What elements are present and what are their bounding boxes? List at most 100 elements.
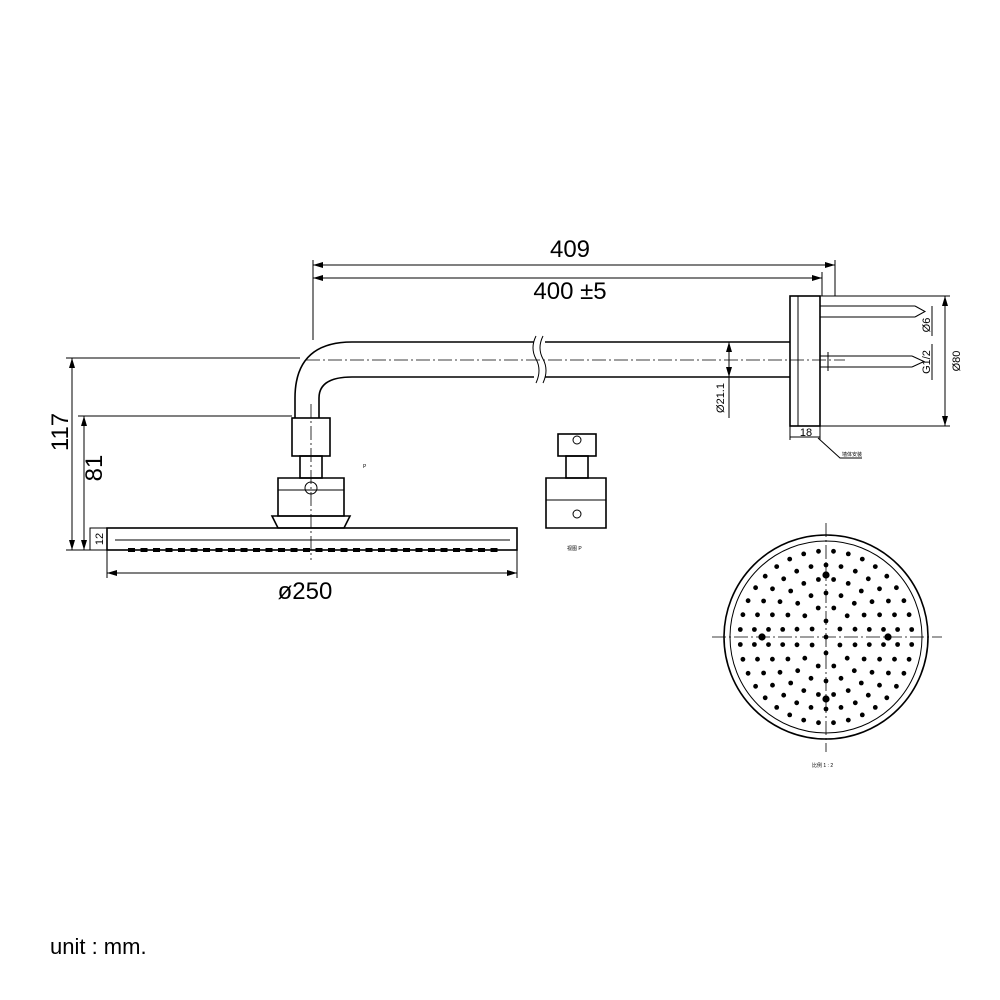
unit-note: unit : mm.: [50, 934, 147, 959]
spray-hole: [858, 680, 864, 686]
spray-hole: [794, 568, 800, 574]
spray-hole: [892, 656, 897, 662]
spray-hole: [752, 642, 757, 647]
spray-hole: [823, 590, 829, 596]
spray-hole: [866, 627, 872, 632]
spray-hole: [844, 655, 850, 661]
spray-hole: [801, 688, 807, 693]
spray-hole: [808, 564, 814, 569]
nozzle: [278, 548, 285, 552]
spray-hole: [851, 668, 857, 674]
spray-hole: [886, 670, 891, 676]
spray-hole: [886, 598, 891, 604]
spray-hole: [877, 656, 882, 662]
shower-arm: [294, 335, 845, 418]
nozzle: [453, 548, 460, 552]
nozzle-row: [128, 548, 498, 552]
spray-hole: [780, 627, 786, 632]
spray-hole: [877, 586, 882, 592]
spray-hole: [785, 656, 791, 662]
scale-label: 比例 1 : 2: [812, 762, 833, 769]
dim-pipe-diameter: Ø21.1: [715, 383, 727, 413]
spray-hole: [844, 613, 850, 619]
spray-hole: [845, 688, 851, 693]
spray-hole: [794, 642, 800, 648]
spray-hole: [894, 585, 899, 591]
nozzle: [465, 548, 473, 552]
spray-hole: [815, 663, 821, 669]
spray-hole: [816, 720, 821, 726]
spray-hole: [861, 656, 867, 662]
spray-hole: [838, 675, 844, 681]
spray-hole: [823, 634, 829, 640]
spray-hole: [881, 627, 886, 632]
view-label: 视图 P: [567, 545, 582, 552]
spray-hole: [777, 599, 783, 605]
spray-hole: [801, 581, 807, 586]
nozzle: [403, 548, 410, 552]
spray-hole: [762, 573, 768, 579]
flange-note: 墙体安装: [842, 451, 862, 458]
spray-hole: [884, 695, 890, 701]
spray-hole: [877, 612, 882, 618]
dim-head-height: 81: [81, 455, 108, 482]
spray-hole: [770, 656, 775, 662]
nozzle: [428, 548, 435, 552]
spray-hole: [766, 627, 771, 632]
dim-117: 117: [47, 357, 300, 551]
spray-hole: [872, 564, 878, 569]
nozzle: [390, 548, 398, 552]
spray-hole: [865, 692, 871, 698]
spray-hole: [823, 678, 829, 684]
spray-hole: [794, 700, 800, 706]
view-marker: P: [363, 464, 367, 470]
spray-hole: [774, 705, 780, 710]
dim-plate-thickness: 12: [94, 533, 106, 545]
spray-hole: [901, 670, 907, 676]
spray-hole: [852, 568, 858, 574]
dim-arm-length: 400 ±5: [533, 278, 606, 305]
spray-hole: [823, 650, 829, 656]
spray-hole: [851, 600, 857, 606]
spray-hole: [823, 618, 829, 624]
spray-hole: [808, 593, 814, 599]
dim-overall-length: 409: [550, 236, 590, 263]
spray-hole: [808, 675, 814, 681]
spray-hole: [845, 717, 851, 723]
dim-thread: G1/2: [921, 350, 933, 374]
dim-head-diameter: ø250: [278, 578, 333, 605]
spray-hole: [861, 612, 867, 618]
nozzle: [340, 548, 348, 552]
nozzle: [240, 548, 248, 552]
spray-hole: [831, 663, 837, 669]
spray-hole: [837, 626, 843, 632]
spray-hole: [892, 612, 897, 618]
spray-hole: [872, 705, 878, 710]
nozzle: [253, 548, 260, 552]
spray-hole: [858, 588, 864, 594]
mounting-hole: [822, 695, 830, 703]
spray-hole: [752, 627, 757, 632]
spray-hole: [901, 598, 907, 604]
nozzle: [440, 548, 448, 552]
dim-21: Ø21.1: [715, 342, 732, 418]
wall-flange: [789, 295, 927, 427]
nozzle: [228, 548, 235, 552]
spray-hole: [895, 627, 900, 632]
spray-hole-grid: [737, 548, 915, 726]
spray-hole: [831, 577, 836, 582]
dim-screw-diameter: Ø6: [921, 318, 933, 333]
dim-81: 81: [78, 415, 292, 550]
spray-hole: [816, 577, 821, 582]
spray-hole: [838, 564, 844, 569]
nozzle: [128, 548, 135, 552]
spray-hole: [801, 717, 807, 723]
spray-hole: [770, 682, 775, 688]
dim-400: 400 ±5: [313, 272, 823, 305]
spray-hole: [770, 586, 775, 592]
detail-view-p: 视图 P P: [363, 433, 607, 552]
spray-hole: [774, 564, 780, 569]
spray-hole: [831, 548, 836, 554]
nozzle: [178, 548, 185, 552]
